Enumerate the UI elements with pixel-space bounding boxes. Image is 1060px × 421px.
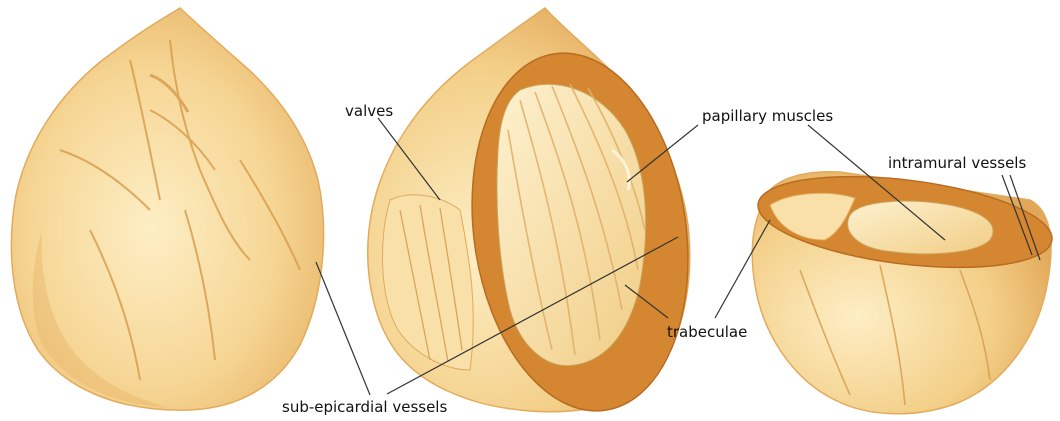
label-intramural-vessels: intramural vessels xyxy=(888,154,1026,172)
label-valves: valves xyxy=(345,102,393,120)
leader-sub-epicardial-1 xyxy=(316,262,370,395)
heart-longitudinal-section xyxy=(368,8,710,421)
label-papillary-muscles: papillary muscles xyxy=(702,107,833,125)
label-trabeculae: trabeculae xyxy=(667,323,747,341)
heart-exterior-view xyxy=(11,8,323,410)
label-sub-epicardial-vessels: sub-epicardial vessels xyxy=(282,398,447,416)
